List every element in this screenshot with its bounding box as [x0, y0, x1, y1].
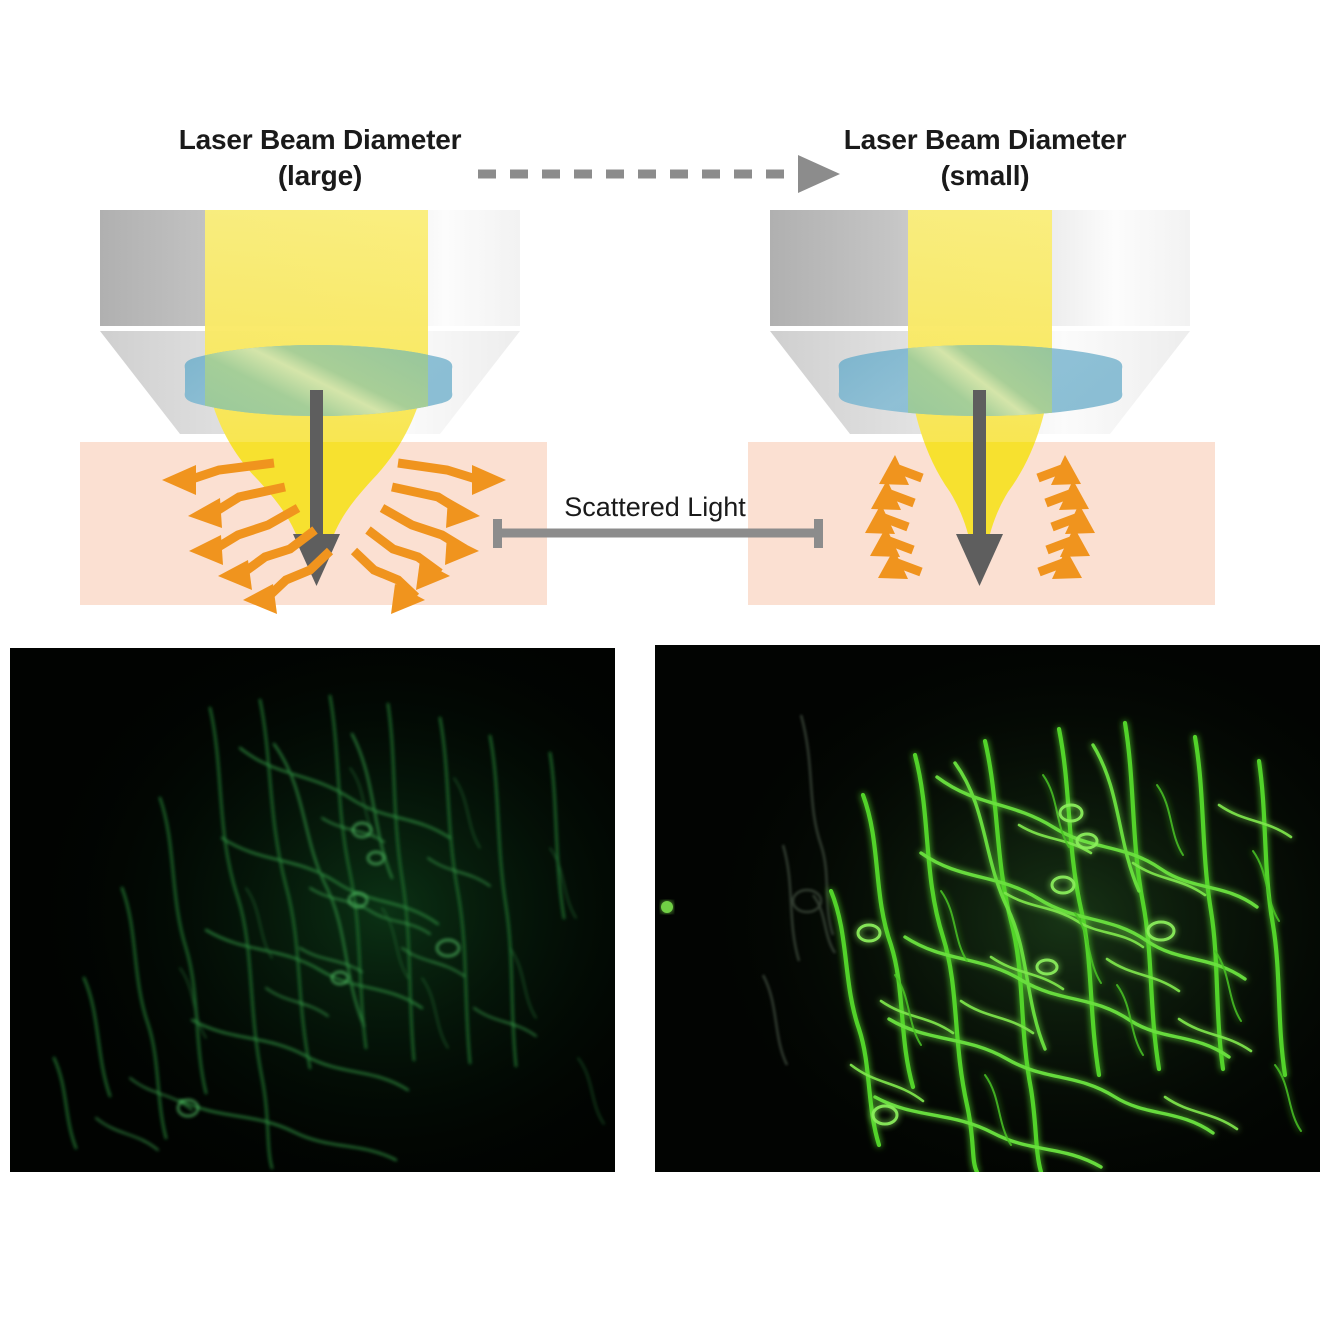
confocal-image-large-beam — [10, 648, 615, 1172]
scattered-light-measure-bar — [493, 519, 823, 548]
measure-bar-cap-right — [814, 519, 823, 548]
panel-title-right: Laser Beam Diameter (small) — [843, 124, 1127, 191]
measure-bar-cap-left — [493, 519, 502, 548]
scattered-light-label: Scattered Light — [564, 492, 746, 522]
dashed-arrow-head-icon — [798, 155, 840, 193]
panel-title-left: Laser Beam Diameter (large) — [178, 124, 462, 191]
confocal-right-canvas — [655, 645, 1320, 1172]
confocal-image-small-beam — [655, 645, 1320, 1172]
scattered-light-arrowheads-right — [865, 455, 1095, 579]
focus-depth-arrow-right — [956, 390, 1003, 586]
confocal-left-canvas — [10, 648, 615, 1172]
comparison-dashed-arrow — [478, 155, 840, 193]
scattered-light-arrowheads-left — [162, 465, 506, 614]
